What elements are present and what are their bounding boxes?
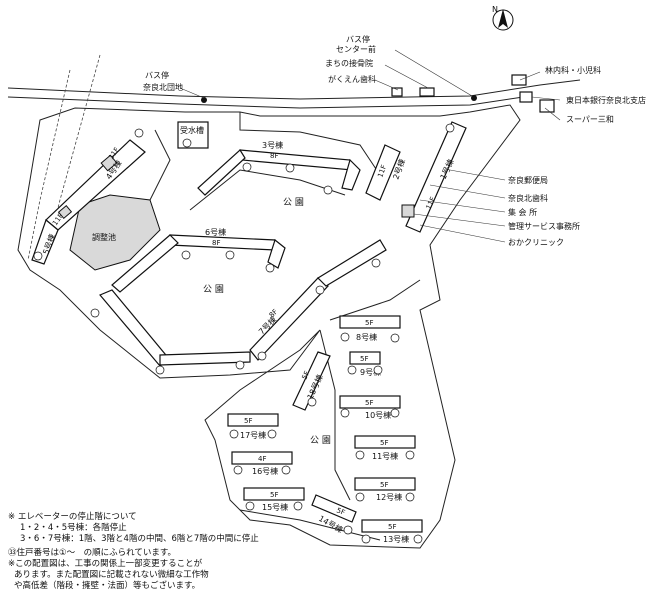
inner-road-3 bbox=[329, 279, 421, 321]
pond-label: 調整池 bbox=[92, 232, 116, 242]
building-12-name: 12号棟 bbox=[376, 492, 402, 502]
building-1 bbox=[401, 121, 467, 233]
building-14 bbox=[311, 494, 357, 523]
offsite-building-4 bbox=[519, 91, 533, 103]
note-elevator-1: 1・2・4・5号棟：各階停止 bbox=[20, 523, 127, 533]
building-7 bbox=[99, 239, 387, 367]
leader-lines bbox=[179, 49, 561, 243]
building-15-floor: 5F bbox=[270, 491, 278, 499]
building-11-floor: 5F bbox=[380, 439, 388, 447]
park-label-north: 公 園 bbox=[283, 197, 304, 208]
building-18-floor: 5F bbox=[301, 370, 312, 381]
offsite-building-3 bbox=[511, 74, 527, 86]
building-18 bbox=[292, 351, 331, 411]
supermarket-label: スーパー三和 bbox=[566, 115, 614, 124]
building-10-floor: 5F bbox=[365, 399, 373, 407]
building-10 bbox=[339, 395, 401, 409]
kita-dental-label: 奈良北歯科 bbox=[508, 193, 548, 203]
inner-road-2 bbox=[189, 169, 346, 211]
pond bbox=[69, 194, 161, 271]
building-13-floor: 5F bbox=[388, 523, 396, 531]
building-8-floor: 5F bbox=[365, 319, 373, 327]
bus-stop-label: バス停 bbox=[145, 70, 169, 80]
water-tank-label: 受水槽 bbox=[180, 125, 204, 135]
hayashi-clinic-label: 林内科・小児科 bbox=[545, 65, 601, 75]
building-15 bbox=[243, 487, 305, 501]
notes: ※ エレベーターの停止階について 1・2・4・5号棟：各階停止 3・6・7号棟：… bbox=[8, 512, 338, 592]
building-17 bbox=[227, 413, 279, 427]
offsite-building-5 bbox=[539, 99, 555, 113]
building-14-floor: 5F bbox=[335, 506, 346, 517]
building-3-name: 3号棟 bbox=[262, 140, 283, 150]
note-disclaimer-2: あります。また配置図に記載されない微細な工作物 bbox=[14, 570, 209, 580]
note-elevator-2: 3・6・7号棟：1階、3階と4階の中間、6階と7階の中間に停止 bbox=[20, 534, 259, 544]
offsite-building-2 bbox=[419, 87, 435, 97]
building-16-name: 16号棟 bbox=[252, 466, 278, 476]
oka-clinic-label: おかクリニック bbox=[508, 238, 564, 247]
building-11-name: 11号棟 bbox=[372, 451, 398, 461]
building-17-name: 17号棟 bbox=[240, 430, 266, 440]
bank-label: 東日本銀行奈良北支店 bbox=[566, 95, 646, 105]
building-9-floor: 5F bbox=[360, 355, 368, 363]
gakuen-dental-label: がくえん歯科 bbox=[328, 74, 376, 84]
building-3-floor: 8F bbox=[270, 152, 278, 160]
main-road bbox=[7, 79, 581, 100]
note-disclaimer-3: や高低差（階段・擁壁・法面）等もございます。 bbox=[14, 581, 201, 591]
mgmt-office-label: 管理サービス事務所 bbox=[508, 221, 580, 231]
building-16-floor: 4F bbox=[258, 455, 266, 463]
building-7-floor: 8F bbox=[268, 308, 280, 320]
building-11 bbox=[354, 435, 416, 449]
inner-road-6 bbox=[149, 129, 171, 201]
note-elevator-title: ※ エレベーターの停止階について bbox=[8, 512, 137, 522]
building-9 bbox=[349, 351, 381, 365]
bus-stop-center-label-1: バス停 bbox=[346, 34, 370, 44]
bus-stop-icon bbox=[201, 97, 207, 103]
note-disclaimer-1: ※この配置図は、工事の関係上一部変更することが bbox=[8, 559, 203, 569]
inner-road-1 bbox=[239, 112, 381, 176]
building-17-floor: 5F bbox=[244, 417, 252, 425]
building-4-5 bbox=[31, 139, 146, 265]
building-8 bbox=[339, 315, 401, 329]
machi-sekkotsuin-label: まちの接骨院 bbox=[325, 58, 373, 68]
nara-kita-danchi-label: 奈良北団地 bbox=[143, 82, 183, 92]
main-road-south-edge bbox=[7, 95, 531, 109]
building-9-name: 9号棟 bbox=[360, 367, 381, 377]
site-boundary bbox=[17, 104, 521, 549]
offsite-building-1 bbox=[391, 87, 403, 97]
inner-road-5 bbox=[239, 509, 381, 541]
bus-stop-center-icon bbox=[471, 95, 477, 101]
building-13 bbox=[361, 519, 423, 533]
building-8-name: 8号棟 bbox=[356, 332, 377, 342]
post-office-label: 奈良郵便局 bbox=[508, 175, 548, 185]
building-2 bbox=[365, 144, 401, 201]
entrance-markers bbox=[33, 123, 455, 544]
park-label-south: 公 園 bbox=[310, 435, 331, 446]
building-6-name: 6号棟 bbox=[205, 227, 226, 237]
north-arrow-icon bbox=[492, 9, 514, 31]
building-13-name: 13号棟 bbox=[383, 534, 409, 544]
building-10-name: 10号棟 bbox=[365, 410, 391, 420]
building-15-name: 15号棟 bbox=[262, 502, 288, 512]
building-16 bbox=[231, 451, 293, 465]
building-3 bbox=[197, 149, 361, 196]
bus-stop-center-label-2: センター前 bbox=[336, 44, 376, 54]
meeting-hall-label: 集 会 所 bbox=[508, 207, 537, 217]
note-unit-numbers: ㉝住戸番号は①～ の順にふられています。 bbox=[8, 548, 177, 558]
north-label: N bbox=[492, 5, 498, 14]
building-12-floor: 5F bbox=[380, 481, 388, 489]
building-6 bbox=[111, 234, 286, 293]
park-label-central: 公 園 bbox=[203, 284, 224, 295]
building-2-floor: 11F bbox=[376, 164, 388, 179]
building-6-floor: 8F bbox=[212, 239, 220, 247]
building-12 bbox=[354, 477, 416, 491]
